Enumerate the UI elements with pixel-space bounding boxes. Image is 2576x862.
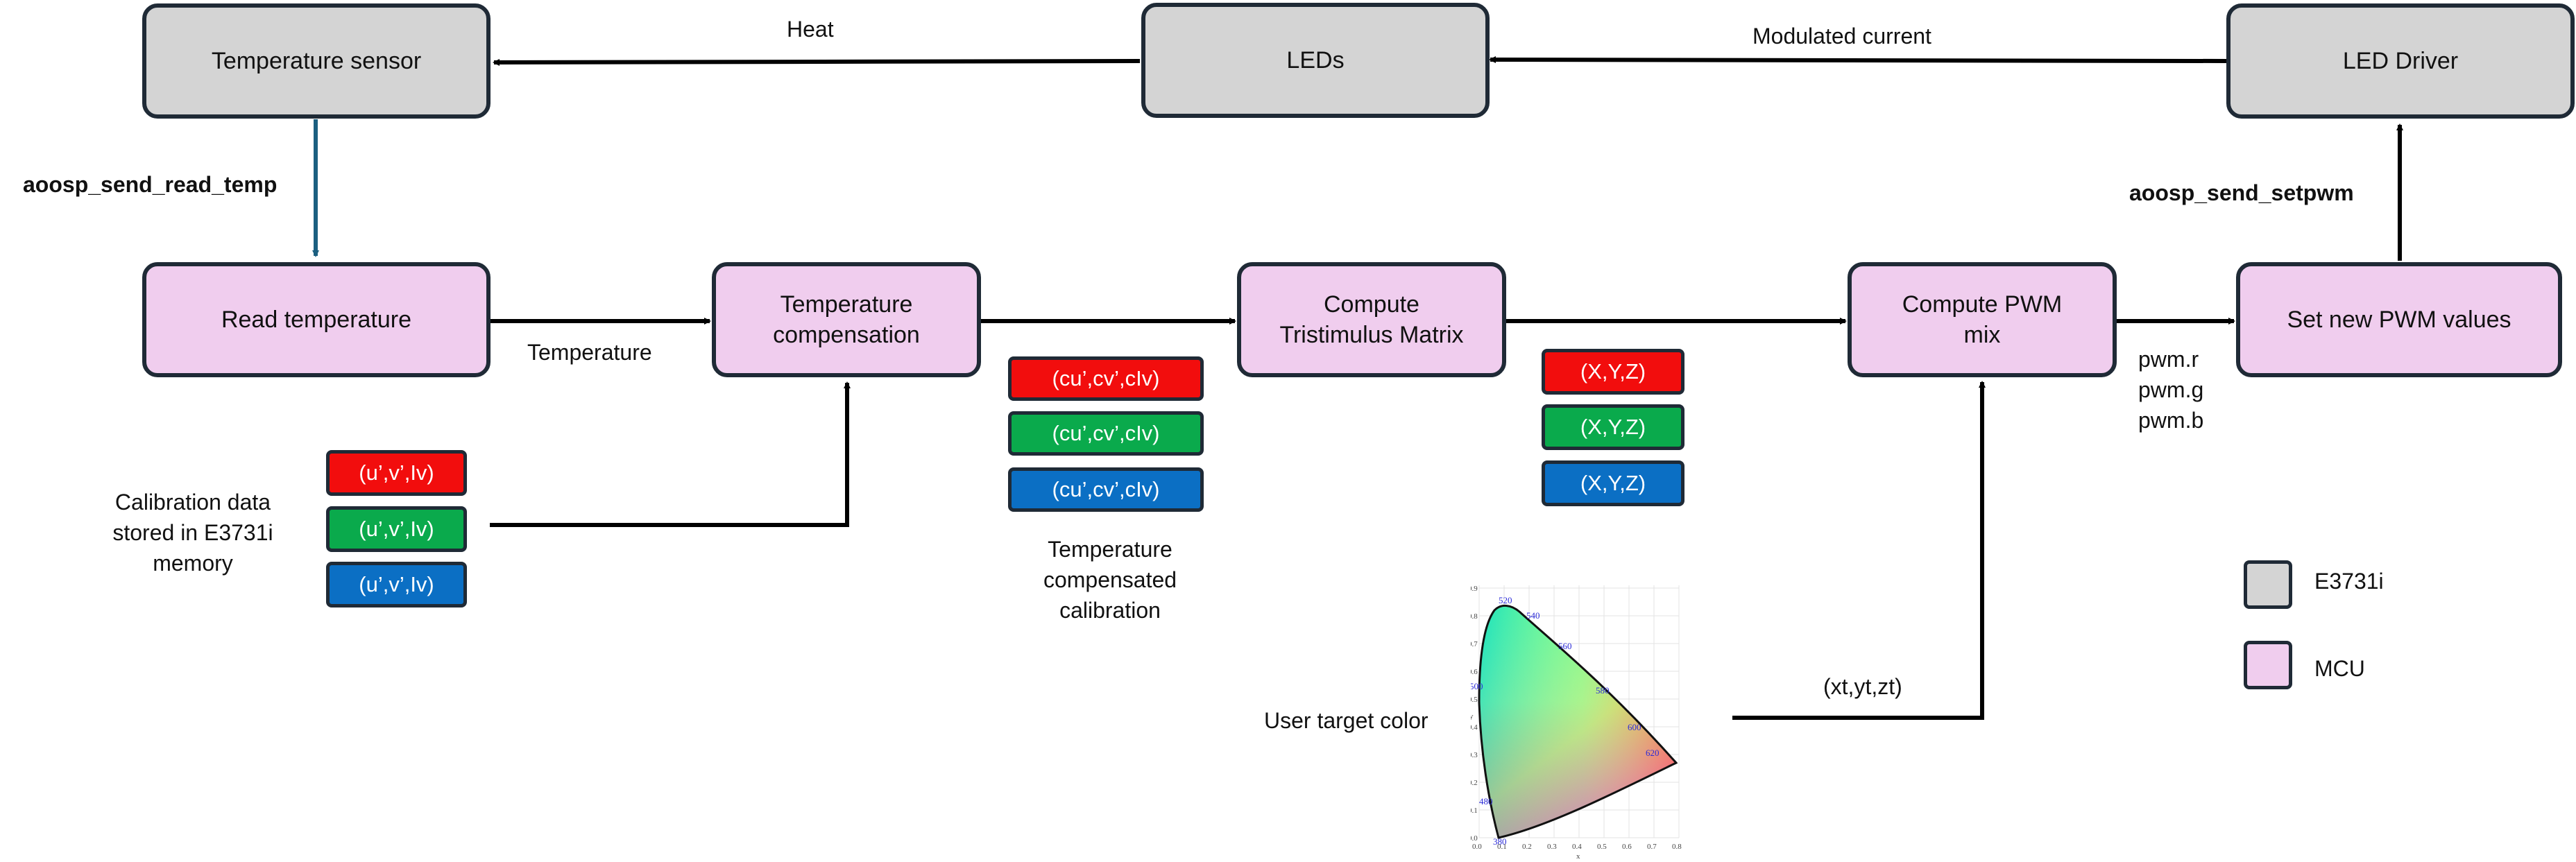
legend-label-e3731i: E3731i	[2314, 569, 2384, 594]
compensated-calibration-label: Temperature compensated calibration	[1043, 537, 1177, 623]
compute-pwm-block: Compute PWM mix	[1848, 262, 2117, 377]
wl-620: 620	[1646, 748, 1660, 758]
compensated-chip-green: (cu’,cv’,cIv)	[1008, 411, 1204, 456]
x-tick-2: 0.2	[1522, 843, 1532, 851]
read-temp-command-label: aoosp_send_read_temp	[23, 172, 278, 197]
temperature-edge-label: Temperature	[527, 340, 652, 365]
xyz-chip-red: (X,Y,Z)	[1542, 349, 1684, 395]
led-driver-block: LED Driver	[2226, 3, 2575, 119]
y-tick-6: 0.3	[1471, 751, 1478, 759]
wl-560: 560	[1558, 641, 1572, 651]
xyz-chip-blue: (X,Y,Z)	[1542, 460, 1684, 506]
legend-label-mcu: MCU	[2314, 656, 2365, 681]
compensated-chip-blue: (cu’,cv’,cIv)	[1008, 467, 1204, 512]
wl-540: 540	[1526, 610, 1540, 621]
temperature-compensation-block: Temperature compensation	[712, 262, 981, 377]
x-tick-6: 0.6	[1622, 843, 1632, 851]
legend-swatch-mcu	[2244, 641, 2292, 689]
set-pwm-block: Set new PWM values	[2236, 262, 2562, 377]
wl-580: 580	[1596, 685, 1610, 696]
edge-calibration-to-comp	[490, 381, 851, 527]
x-tick-8: 0.8	[1672, 843, 1682, 851]
legend-swatch-e3731i	[2244, 560, 2292, 609]
x-tick-0: 0.0	[1472, 843, 1482, 851]
y-tick-9: 0.0	[1471, 834, 1478, 843]
y-tick-0: 0.9	[1471, 585, 1478, 593]
x-tick-5: 0.5	[1597, 843, 1607, 851]
y-tick-2: 0.7	[1471, 640, 1478, 648]
leds-block: LEDs	[1141, 3, 1490, 118]
y-tick-4: 0.5	[1471, 696, 1478, 704]
y-tick-5: 0.4	[1471, 723, 1478, 732]
user-target-label: User target color	[1264, 708, 1428, 733]
edge-target-to-pwm	[1732, 381, 1986, 720]
calibration-label: Calibration data stored in E3731i memory	[112, 490, 273, 576]
y-tick-1: 0.8	[1471, 612, 1478, 621]
wl-520: 520	[1499, 595, 1512, 605]
setpwm-command-label: aoosp_send_setpwm	[2129, 180, 2354, 205]
calibration-chip-blue: (u’,v’,Iv)	[326, 562, 467, 607]
temperature-sensor-block: Temperature sensor	[142, 3, 491, 119]
wl-600: 600	[1628, 722, 1641, 732]
y-tick-7: 0.2	[1471, 779, 1478, 787]
compensated-chip-red: (cu’,cv’,cIv)	[1008, 356, 1204, 401]
modulated-current-label: Modulated current	[1752, 24, 1931, 49]
xyz-chip-green: (X,Y,Z)	[1542, 404, 1684, 450]
tristimulus-block: Compute Tristimulus Matrix	[1237, 262, 1506, 377]
edge-driver-to-leds	[1489, 56, 2227, 64]
wl-480: 480	[1479, 796, 1493, 807]
x-tick-1: 0.1	[1497, 843, 1507, 851]
y-axis-label: y	[1471, 712, 1474, 721]
calibration-chip-red: (u’,v’,Iv)	[326, 450, 467, 496]
y-tick-3: 0.6	[1471, 668, 1478, 676]
edge-leds-to-sensor	[493, 58, 1141, 66]
x-tick-4: 0.4	[1572, 843, 1582, 851]
wl-380: 380	[1493, 836, 1507, 847]
pwm-outputs-label: pwm.r pwm.g pwm.b	[2138, 347, 2204, 433]
cie-chromaticity-diagram: 520 540 560 580 600 620 500 480 380 0.9 …	[1471, 585, 1682, 860]
target-xyz-label: (xt,yt,zt)	[1823, 674, 1902, 699]
heat-label: Heat	[787, 17, 834, 42]
x-tick-3: 0.3	[1547, 843, 1557, 851]
x-tick-7: 0.7	[1647, 843, 1657, 851]
calibration-chip-green: (u’,v’,Iv)	[326, 506, 467, 552]
y-tick-8: 0.1	[1471, 807, 1478, 815]
spectral-locus	[1478, 605, 1678, 839]
read-temperature-block: Read temperature	[142, 262, 491, 377]
x-axis-label: x	[1576, 852, 1580, 860]
wl-500: 500	[1471, 681, 1483, 691]
